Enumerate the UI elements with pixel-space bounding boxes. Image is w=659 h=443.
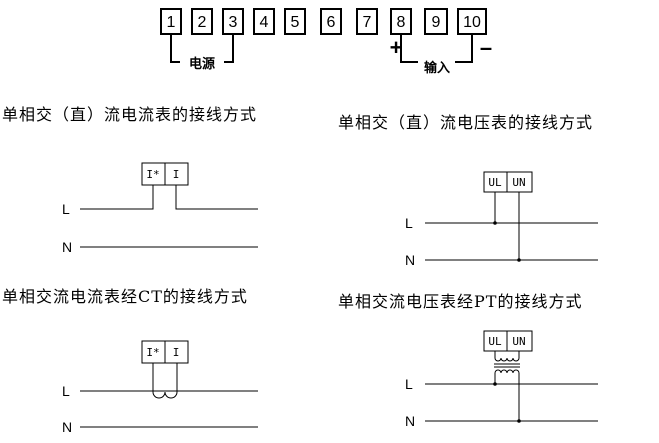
terminal-ul: UL: [488, 176, 502, 189]
minus-sign: –: [480, 35, 492, 60]
svg-text:9: 9: [432, 14, 441, 31]
terminal-2: 2: [191, 8, 213, 35]
power-bracket: 电源: [170, 34, 234, 72]
diagram-title: 单相交流电压表经PT的接线方式: [338, 292, 582, 311]
line-label-n: N: [405, 252, 415, 268]
terminal-7: 7: [356, 8, 378, 35]
svg-text:7: 7: [363, 14, 372, 31]
terminal-un: UN: [512, 335, 525, 348]
diagram-voltage-meter: 单相交（直）流电压表的接线方式 UL UN L N: [338, 113, 598, 268]
line-label-l: L: [405, 376, 413, 392]
line-label-l: L: [62, 383, 70, 399]
terminal-i-star: I*: [146, 346, 159, 359]
pt-primary-coil: [494, 357, 520, 362]
diagram-title: 单相交（直）流电压表的接线方式: [338, 113, 593, 132]
terminal-strip: 1 2 3 4 5 6 7 8: [160, 8, 487, 35]
power-label: 电源: [189, 56, 215, 72]
diagram-current-meter-ct: 单相交流电流表经CT的接线方式 I* I L N: [2, 287, 258, 435]
svg-text:1: 1: [167, 14, 176, 31]
pt-secondary-coil: [494, 369, 520, 374]
svg-text:8: 8: [397, 14, 406, 31]
input-label: 输入: [424, 60, 450, 76]
svg-text:10: 10: [463, 14, 481, 31]
terminal-1: 1: [160, 8, 182, 35]
terminal-8: 8: [390, 8, 412, 35]
diagram-title: 单相交流电流表经CT的接线方式: [2, 287, 248, 306]
terminal-i: I: [173, 168, 180, 181]
svg-text:5: 5: [291, 14, 300, 31]
line-label-n: N: [62, 419, 72, 435]
line-label-n: N: [62, 239, 72, 255]
diagram-voltage-meter-pt: 单相交流电压表经PT的接线方式 UL UN L N: [338, 292, 598, 429]
line-label-l: L: [405, 215, 413, 231]
terminal-3: 3: [222, 8, 244, 35]
terminal-5: 5: [284, 8, 306, 35]
input-bracket: 输入 + –: [390, 34, 492, 76]
svg-text:6: 6: [327, 14, 336, 31]
ct-coil: [152, 363, 178, 399]
terminal-9: 9: [424, 8, 448, 35]
terminal-ul: UL: [488, 335, 502, 348]
svg-text:3: 3: [229, 14, 238, 31]
terminal-i-star: I*: [146, 168, 159, 181]
line-label-n: N: [405, 413, 415, 429]
terminal-4: 4: [253, 8, 275, 35]
svg-text:4: 4: [260, 14, 269, 31]
terminal-10: 10: [457, 8, 487, 35]
terminal-i: I: [173, 346, 180, 359]
line-label-l: L: [62, 201, 70, 217]
diagram-title: 单相交（直）流电流表的接线方式: [2, 105, 257, 124]
diagram-current-meter: 单相交（直）流电流表的接线方式 I* I L N: [2, 105, 258, 255]
terminal-6: 6: [320, 8, 342, 35]
plus-sign: +: [390, 35, 403, 60]
terminal-un: UN: [512, 176, 525, 189]
svg-text:2: 2: [198, 14, 207, 31]
